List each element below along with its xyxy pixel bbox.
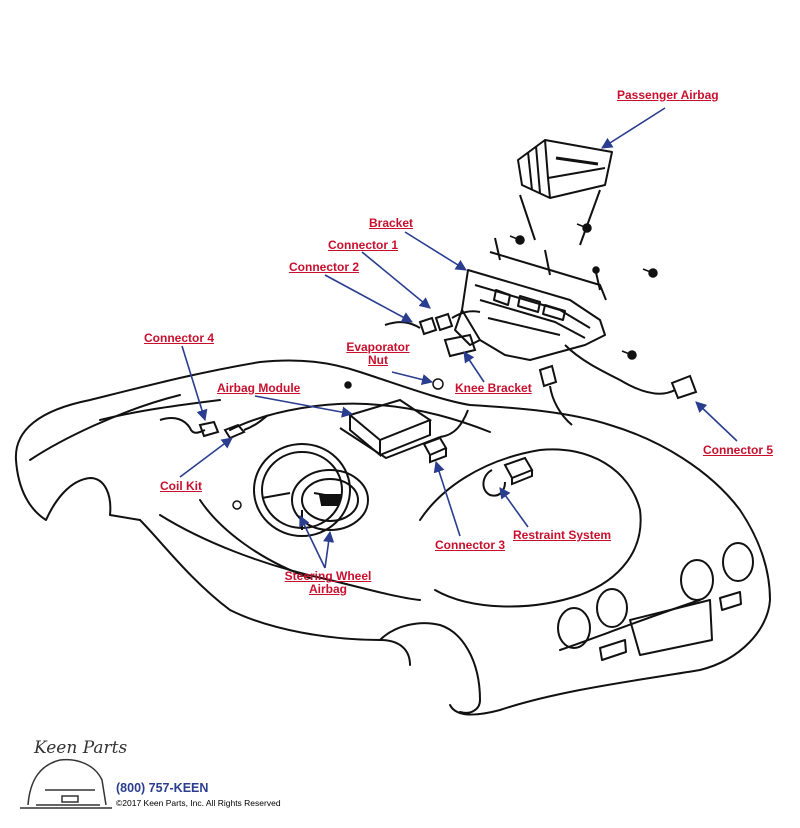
label-steering-wheel-airbag-line1: Steering Wheel <box>284 569 372 583</box>
footer-copyright: ©2017 Keen Parts, Inc. All Rights Reserv… <box>116 798 281 808</box>
arrow-airbag-module <box>254 395 354 418</box>
steering-wheel-airbag-part <box>291 469 369 531</box>
label-evaporator-nut-line2: Nut <box>368 353 388 367</box>
label-coil-kit[interactable]: Coil Kit <box>160 479 202 493</box>
dashboard-assembly <box>454 237 607 361</box>
label-passenger-airbag[interactable]: Passenger Airbag <box>617 88 719 102</box>
connector-3-part <box>422 436 448 464</box>
arrow-bracket <box>404 231 467 271</box>
connector-wiring <box>384 310 573 426</box>
label-steering-wheel-airbag[interactable]: Steering Wheel Airbag <box>280 570 376 596</box>
logo-text: Keen Parts <box>34 738 128 758</box>
label-connector-5[interactable]: Connector 5 <box>703 443 774 457</box>
arrow-connector-4 <box>181 345 208 422</box>
arrow-coil-kit <box>179 437 233 478</box>
label-connector-4[interactable]: Connector 4 <box>144 331 215 345</box>
car-body <box>14 359 771 716</box>
arrow-evaporator-nut <box>391 371 434 385</box>
arrow-passenger-airbag <box>601 107 666 149</box>
label-knee-bracket[interactable]: Knee Bracket <box>455 381 532 395</box>
arrow-knee-bracket <box>463 351 485 383</box>
connector-5-part <box>564 344 698 400</box>
footer-phone[interactable]: (800) 757-KEEN <box>116 781 209 795</box>
label-connector-1[interactable]: Connector 1 <box>328 238 399 252</box>
hardware-screws <box>232 223 658 510</box>
label-connector-2[interactable]: Connector 2 <box>289 260 360 274</box>
label-steering-wheel-airbag-line2: Airbag <box>308 582 347 596</box>
leader-arrows <box>179 107 738 569</box>
airbag-module-part <box>339 398 469 460</box>
label-restraint-system[interactable]: Restraint System <box>513 528 612 542</box>
arrow-connector-5 <box>695 401 738 442</box>
label-airbag-module[interactable]: Airbag Module <box>217 381 301 395</box>
label-connector-3[interactable]: Connector 3 <box>435 538 506 552</box>
arrow-steering-airbag-1 <box>299 514 326 569</box>
arrow-connector-1 <box>361 251 431 309</box>
label-evaporator-nut[interactable]: Evaporator Nut <box>346 341 410 367</box>
coil-kit-part <box>159 414 269 440</box>
arrow-connector-3 <box>433 460 461 537</box>
keen-parts-logo <box>20 758 112 809</box>
label-evaporator-nut-line1: Evaporator <box>346 340 410 354</box>
arrow-steering-airbag-2 <box>323 530 335 569</box>
passenger-airbag-part <box>517 139 613 246</box>
arrow-restraint-system <box>499 487 529 528</box>
steering-wheel <box>253 443 351 537</box>
arrow-connector-2 <box>324 274 413 323</box>
label-bracket[interactable]: Bracket <box>369 216 414 230</box>
knee-bracket-part <box>443 333 477 358</box>
